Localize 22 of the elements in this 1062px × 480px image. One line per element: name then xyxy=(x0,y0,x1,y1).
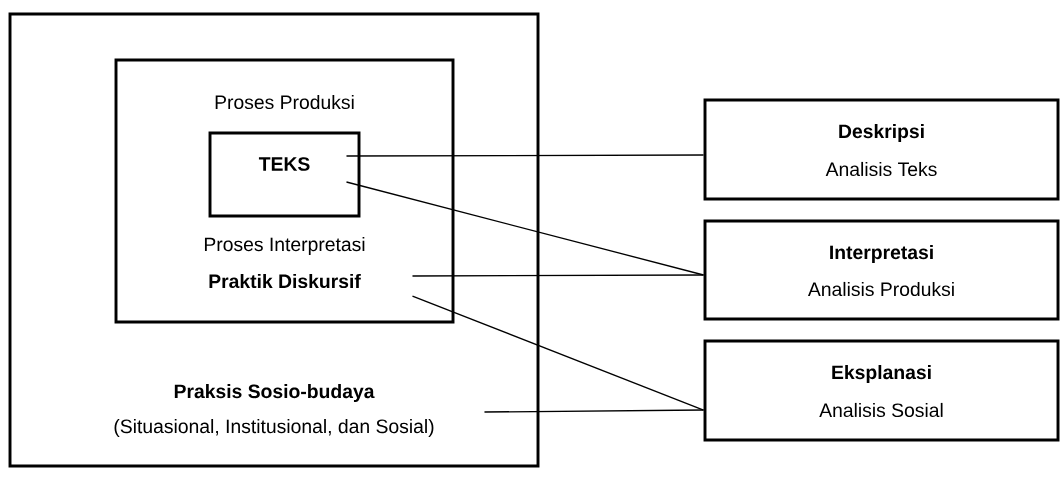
inner-box xyxy=(114,58,455,324)
connector-line xyxy=(411,295,705,411)
box-text: Proses Interpretasi xyxy=(204,237,365,255)
analysis-box xyxy=(703,339,1060,442)
analysis-box xyxy=(703,219,1060,321)
connector-line xyxy=(411,274,705,277)
box-heading: Praksis Sosio-budaya xyxy=(174,384,375,402)
box-text: (Situasional, Institusional, dan Sosial) xyxy=(114,419,434,437)
box-heading: Praktik Diskursif xyxy=(209,273,361,289)
box-heading: Interpretasi xyxy=(830,245,933,263)
box-heading: Eksplanasi xyxy=(832,365,931,383)
box-text: Analisis Produksi xyxy=(807,281,954,297)
box-text: Analisis Sosial xyxy=(819,402,943,418)
text-box xyxy=(208,131,361,218)
box-heading: Deskripsi xyxy=(839,124,924,142)
box-text: Proses Produksi xyxy=(215,94,354,110)
box-heading: TEKS xyxy=(258,157,310,171)
connector-line xyxy=(345,154,705,157)
box-text: Analisis Teks xyxy=(825,161,937,177)
connector-line xyxy=(483,409,705,413)
analysis-box xyxy=(703,98,1060,201)
outer-box xyxy=(8,12,540,468)
